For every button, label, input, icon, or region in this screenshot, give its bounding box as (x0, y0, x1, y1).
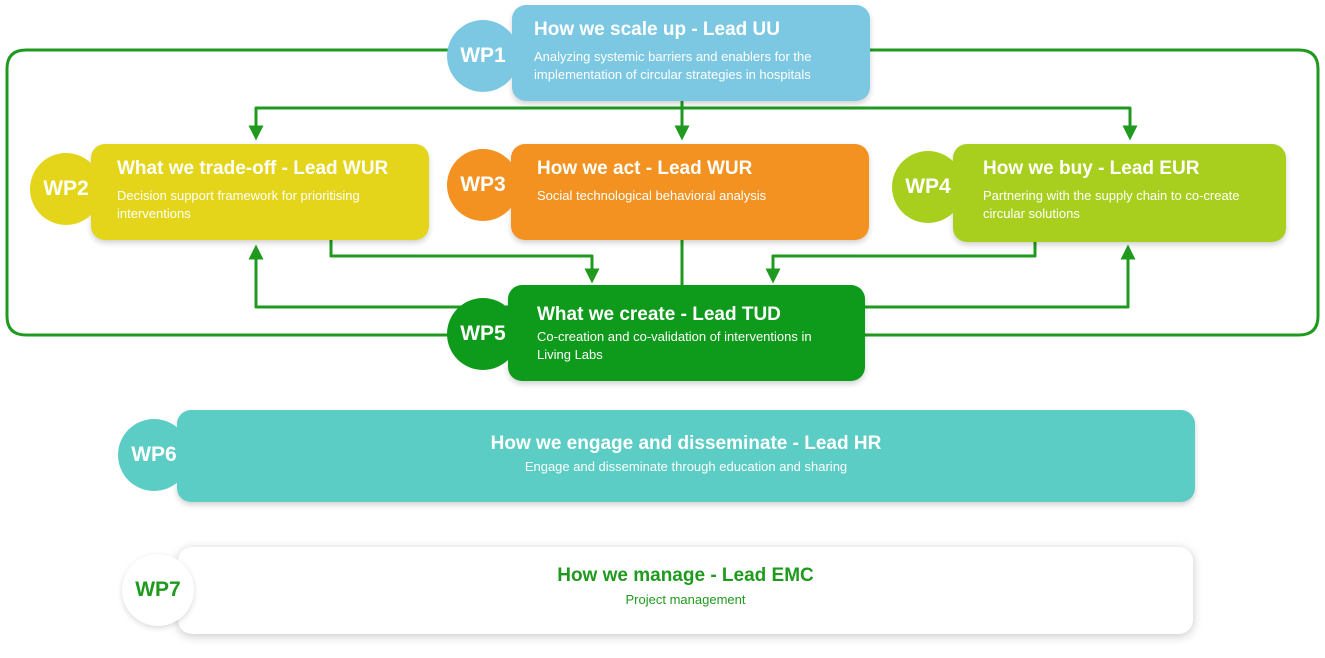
arrow-wp5-to-wp2 (248, 244, 510, 309)
wp2-title: What we trade-off - Lead WUR (117, 158, 389, 179)
wp7-title: How we manage - Lead EMC (557, 565, 814, 586)
wp1-badge: WP1 (447, 20, 519, 92)
wp7-badge: WP7 (122, 554, 194, 626)
wp3-title: How we act - Lead WUR (537, 158, 753, 179)
wp3-description: Social technological behavioral analysis (537, 188, 767, 203)
arrow-wp1-to-wp4 (682, 106, 1138, 141)
arrow-wp5-to-wp4 (862, 244, 1136, 309)
wp4-badge: WP4 (892, 151, 964, 223)
arrow-wp1-to-wp2 (248, 106, 682, 141)
wp6-description: Engage and disseminate through education… (524, 459, 848, 474)
wp2-box: What we trade-off - Lead WUR Decision su… (91, 144, 429, 240)
wp6-box: How we engage and disseminate - Lead HR … (177, 410, 1195, 502)
wp5-badge: WP5 (447, 298, 519, 370)
arrow-wp2-to-wp5 (329, 240, 600, 284)
outer-feedback-loop (5, 48, 455, 337)
wp5-box: What we create - Lead TUD Co-creation an… (508, 285, 865, 381)
wp4-box: How we buy - Lead EUR Partnering with th… (953, 144, 1286, 242)
wp5-description: Co-creation and co-validation of interve… (537, 329, 812, 362)
wp5-title: What we create - Lead TUD (537, 304, 781, 325)
outer-feedback-loop-right (865, 48, 1320, 337)
wp6-title: How we engage and disseminate - Lead HR (490, 433, 882, 454)
wp2-description: Decision support framework for prioritis… (117, 188, 360, 221)
wp3-badge: WP3 (447, 149, 519, 221)
wp7-box: How we manage - Lead EMC Project managem… (178, 547, 1193, 634)
wp4-description: Partnering with the supply chain to co-c… (983, 188, 1240, 221)
wp1-box: How we scale up - Lead UU Analyzing syst… (512, 5, 870, 101)
wp1-title: How we scale up - Lead UU (534, 19, 780, 40)
wp6-badge: WP6 (118, 419, 190, 491)
wp2-badge: WP2 (30, 153, 102, 225)
wp4-title: How we buy - Lead EUR (983, 158, 1200, 179)
wp7-description: Project management (625, 592, 746, 607)
wp3-box: How we act - Lead WUR Social technologic… (511, 144, 869, 240)
wp1-description: Analyzing systemic barriers and enablers… (534, 49, 812, 82)
arrow-wp4-to-wp5 (765, 242, 1037, 284)
